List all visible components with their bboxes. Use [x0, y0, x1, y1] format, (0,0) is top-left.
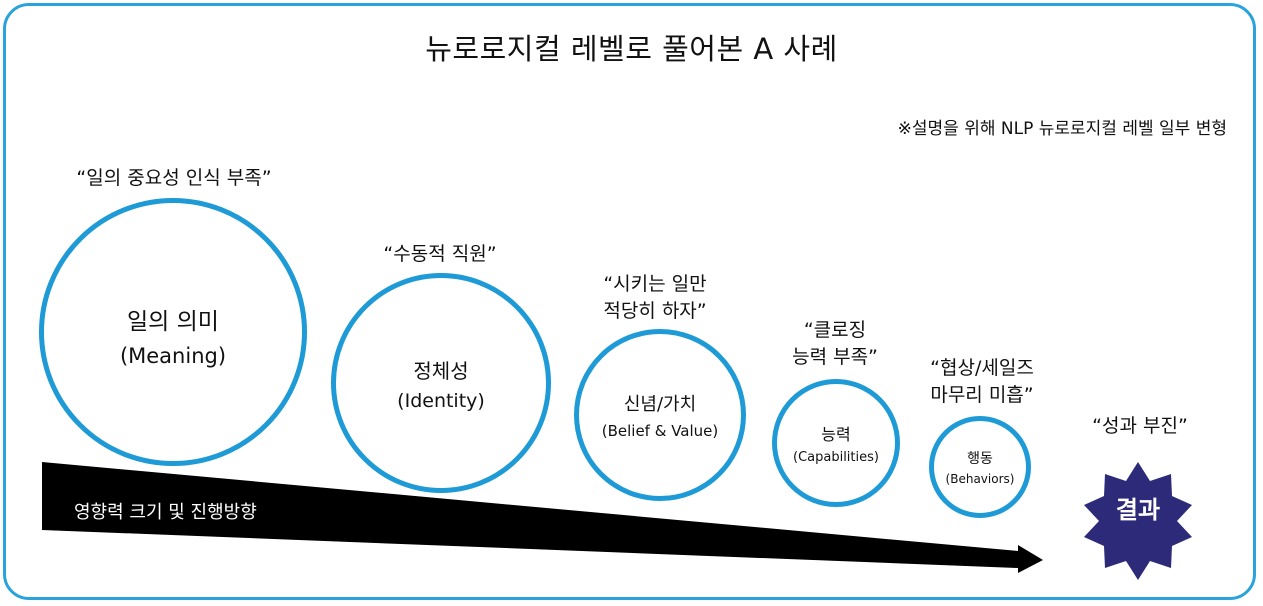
level-sublabel: (Identity) — [397, 389, 485, 412]
level-label: 능력 — [821, 425, 851, 444]
diagram-frame — [3, 3, 1256, 600]
quote-result: “성과 부진” — [1080, 413, 1200, 440]
quote-line: “협상/세일즈 — [930, 357, 1034, 379]
arrow-label: 영향력 크기 및 진행방향 — [74, 502, 257, 523]
quote-identity: “수동적 직원” — [340, 241, 540, 268]
quote-line: 능력 부족” — [792, 346, 878, 368]
level-label: 행동 — [967, 451, 993, 467]
circle-capabilities: 능력 (Capabilities) — [772, 379, 900, 507]
level-sublabel: (Behaviors) — [945, 472, 1015, 486]
diagram-title: 뉴로로지컬 레벨로 풀어본 A 사례 — [425, 32, 838, 66]
quote-belief: “시키는 일만 적당히 하자” — [575, 271, 735, 325]
footnote: ※설명을 위해 NLP 뉴로로지컬 레벨 일부 변형 — [897, 119, 1227, 139]
quote-line: “수동적 직원” — [383, 243, 497, 265]
quote-line: “일의 중요성 인식 부족” — [76, 167, 272, 189]
level-label: 일의 의미 — [127, 309, 219, 335]
level-label: 신념/가치 — [623, 394, 697, 415]
circle-meaning: 일의 의미 (Meaning) — [39, 198, 307, 466]
circle-belief: 신념/가치 (Belief & Value) — [574, 329, 746, 501]
quote-capabilities: “클로징 능력 부족” — [775, 317, 895, 371]
result-label: 결과 — [1115, 496, 1161, 524]
quote-line: “성과 부진” — [1092, 415, 1188, 437]
result-star — [1084, 462, 1192, 580]
quote-line: “시키는 일만 — [603, 273, 707, 295]
quote-behaviors: “협상/세일즈 마무리 미흡” — [917, 355, 1047, 409]
quote-meaning: “일의 중요성 인식 부족” — [34, 165, 314, 192]
quote-line: 적당히 하자” — [603, 300, 707, 322]
circle-identity: 정체성 (Identity) — [331, 273, 551, 493]
quote-line: 마무리 미흡” — [930, 384, 1034, 406]
level-label: 정체성 — [413, 358, 469, 383]
circle-behaviors: 행동 (Behaviors) — [929, 416, 1031, 518]
quote-line: “클로징 — [803, 319, 867, 341]
level-sublabel: (Meaning) — [119, 344, 227, 368]
influence-arrow — [42, 462, 1043, 573]
level-sublabel: (Capabilities) — [793, 450, 879, 465]
level-sublabel: (Belief & Value) — [601, 422, 719, 440]
